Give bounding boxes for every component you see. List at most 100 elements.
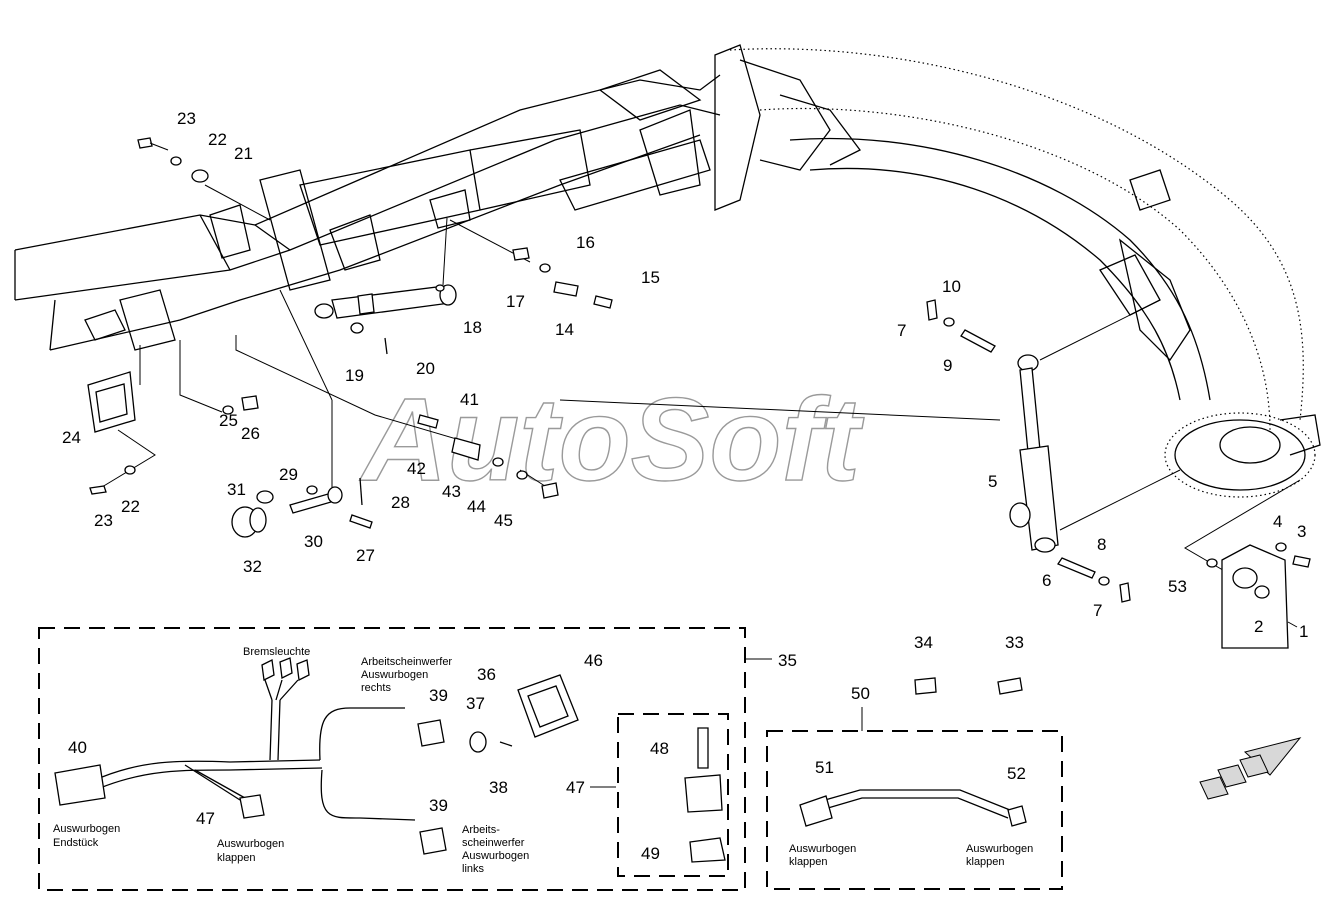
washer-22-bottom (124, 465, 136, 475)
bolt-3 (1292, 555, 1311, 568)
hydraulic-cylinder-18 (314, 284, 457, 319)
part-number: 38 (489, 778, 508, 797)
nut-26 (241, 395, 259, 411)
label-ws-rechts-line1: Arbeitscheinwerfer (361, 656, 452, 668)
part-number: 6 (1042, 571, 1051, 590)
part-number: 15 (641, 268, 660, 287)
part-number: 16 (576, 233, 595, 252)
part-number: 22 (121, 497, 140, 516)
part-number: 33 (1005, 633, 1024, 652)
part-number: 30 (304, 532, 323, 551)
lamp-24 (87, 371, 136, 433)
label-klappen-51-line2: klappen (789, 856, 828, 868)
label-ws-rechts-line2: Auswurbogen (361, 669, 428, 681)
label-bremsleuchte: Bremsleuchte (243, 646, 310, 658)
part-number: 50 (851, 684, 870, 703)
bracket-1 (1221, 544, 1289, 649)
clamp-33 (997, 677, 1023, 695)
knob-32 (231, 506, 267, 538)
valve-parts-47 (684, 727, 726, 863)
seal-49 (689, 837, 726, 863)
pin-28 (359, 477, 363, 506)
label-klappen-52-line1: Auswurbogen (966, 843, 1033, 855)
label-ws-links-line4: links (462, 863, 485, 875)
part-number: 41 (460, 390, 479, 409)
pin-38 (499, 741, 513, 747)
label-ws-links-line2: scheinwerfer (462, 837, 525, 849)
part-number: 47 (566, 778, 585, 797)
hydraulic-cylinder-5 (1009, 354, 1059, 553)
screw-48 (697, 727, 709, 769)
part-number: 24 (62, 428, 81, 447)
part-number: 36 (477, 665, 496, 684)
cable-50 (799, 789, 1027, 827)
lamp-46 (517, 674, 579, 738)
part-number: 37 (466, 694, 485, 713)
part-number: 34 (914, 633, 933, 652)
label-ws-links-line3: Auswurbogen (462, 850, 529, 862)
washer-4 (1275, 542, 1287, 552)
direction-arrow-icon (1199, 737, 1302, 800)
part-number: 8 (1097, 535, 1106, 554)
part-number: 21 (234, 144, 253, 163)
part-number: 49 (641, 844, 660, 863)
washer-53 (1206, 558, 1218, 568)
pin-20 (384, 337, 388, 355)
part-number: 39 (429, 686, 448, 705)
box-47 (617, 713, 729, 877)
washer-44 (516, 470, 528, 480)
part-number: 14 (555, 320, 574, 339)
part-number: 35 (778, 651, 797, 670)
part-number: 44 (467, 497, 486, 516)
washer-16 (539, 263, 551, 273)
oring-21 (191, 169, 209, 183)
part-number: 7 (897, 321, 906, 340)
part-number: 40 (68, 738, 87, 757)
pin-7-bottom (1119, 582, 1131, 603)
washer-10 (943, 317, 955, 327)
nut-17 (512, 247, 530, 261)
ring-31 (256, 490, 274, 504)
part-number: 46 (584, 651, 603, 670)
washer-29 (306, 485, 318, 495)
part-number: 20 (416, 359, 435, 378)
label-endstueck-line1: Auswurbogen (53, 823, 120, 835)
bolt-41 (417, 414, 439, 429)
label-ws-rechts-line3: rechts (361, 682, 391, 694)
part-number: 1 (1299, 622, 1308, 641)
washer-43 (492, 457, 504, 467)
harness-35 (54, 657, 447, 855)
plug-51 (799, 795, 833, 827)
part-number: 18 (463, 318, 482, 337)
pin-9 (960, 329, 996, 353)
parts-upper (87, 137, 1311, 695)
part-number: 31 (227, 480, 246, 499)
part-number: 26 (241, 424, 260, 443)
pin-14 (553, 281, 579, 297)
washer-22-top (170, 156, 182, 166)
part-number: 29 (279, 465, 298, 484)
part-number: 53 (1168, 577, 1187, 596)
connector-40 (54, 764, 106, 806)
label-klappen-47-line2: klappen (217, 852, 256, 864)
part-number: 47 (196, 809, 215, 828)
nut-45 (541, 482, 559, 499)
plug-47 (684, 774, 723, 813)
connector-47 (239, 794, 265, 819)
part-number: 9 (943, 356, 952, 375)
part-number: 51 (815, 758, 834, 777)
part-number: 17 (506, 292, 525, 311)
connector-39-bottom (419, 827, 447, 855)
label-klappen-47-line1: Auswurbogen (217, 838, 284, 850)
watermark-text: AutoSoft (359, 374, 865, 506)
bulb-37 (469, 731, 487, 753)
part-number: 28 (391, 493, 410, 512)
part-number: 3 (1297, 522, 1306, 541)
part-number: 5 (988, 472, 997, 491)
part-number: 23 (94, 511, 113, 530)
part-number: 25 (219, 411, 238, 430)
part-number: 2 (1254, 617, 1263, 636)
clamp-34 (914, 677, 937, 695)
shaft-30 (289, 486, 343, 514)
part-number: 45 (494, 511, 513, 530)
